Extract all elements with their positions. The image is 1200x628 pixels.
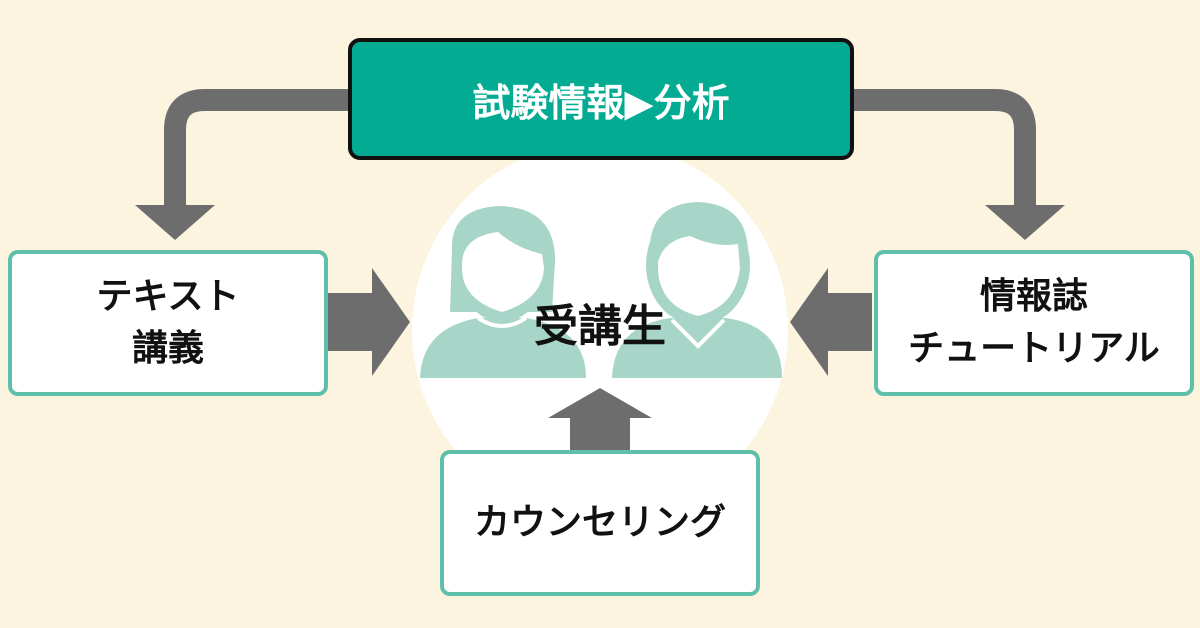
arrow-top-to-right-head — [985, 205, 1065, 240]
students-label: 受講生 — [534, 301, 666, 352]
arrow-top-to-left — [164, 89, 350, 210]
exam-info-analysis-box: 試験情報▶分析 — [348, 38, 854, 160]
arrow-top-to-right — [852, 89, 1036, 210]
magazine-tutorial-box: 情報誌 チュートリアル — [874, 250, 1194, 396]
person-male-face — [658, 236, 740, 316]
counseling-label: カウンセリング — [473, 501, 726, 543]
arrow-top-to-left-head — [135, 205, 215, 240]
exam-info-analysis-label: 試験情報▶分析 — [472, 80, 730, 125]
magazine-tutorial-line1: 情報誌 — [979, 275, 1088, 317]
magazine-tutorial-line2: チュートリアル — [908, 328, 1160, 369]
text-lecture-line1: テキスト — [96, 275, 240, 317]
person-male-collar — [670, 318, 726, 349]
person-female-collar — [476, 316, 528, 328]
counseling-box: カウンセリング — [440, 450, 760, 596]
arrow-bottom-to-center — [548, 388, 652, 450]
person-female-face — [462, 232, 544, 312]
text-lecture-line2: 講義 — [131, 328, 204, 369]
arrow-right-to-center — [790, 268, 872, 376]
arrow-left-to-center — [328, 268, 410, 376]
text-lecture-box: テキスト 講義 — [8, 250, 328, 396]
